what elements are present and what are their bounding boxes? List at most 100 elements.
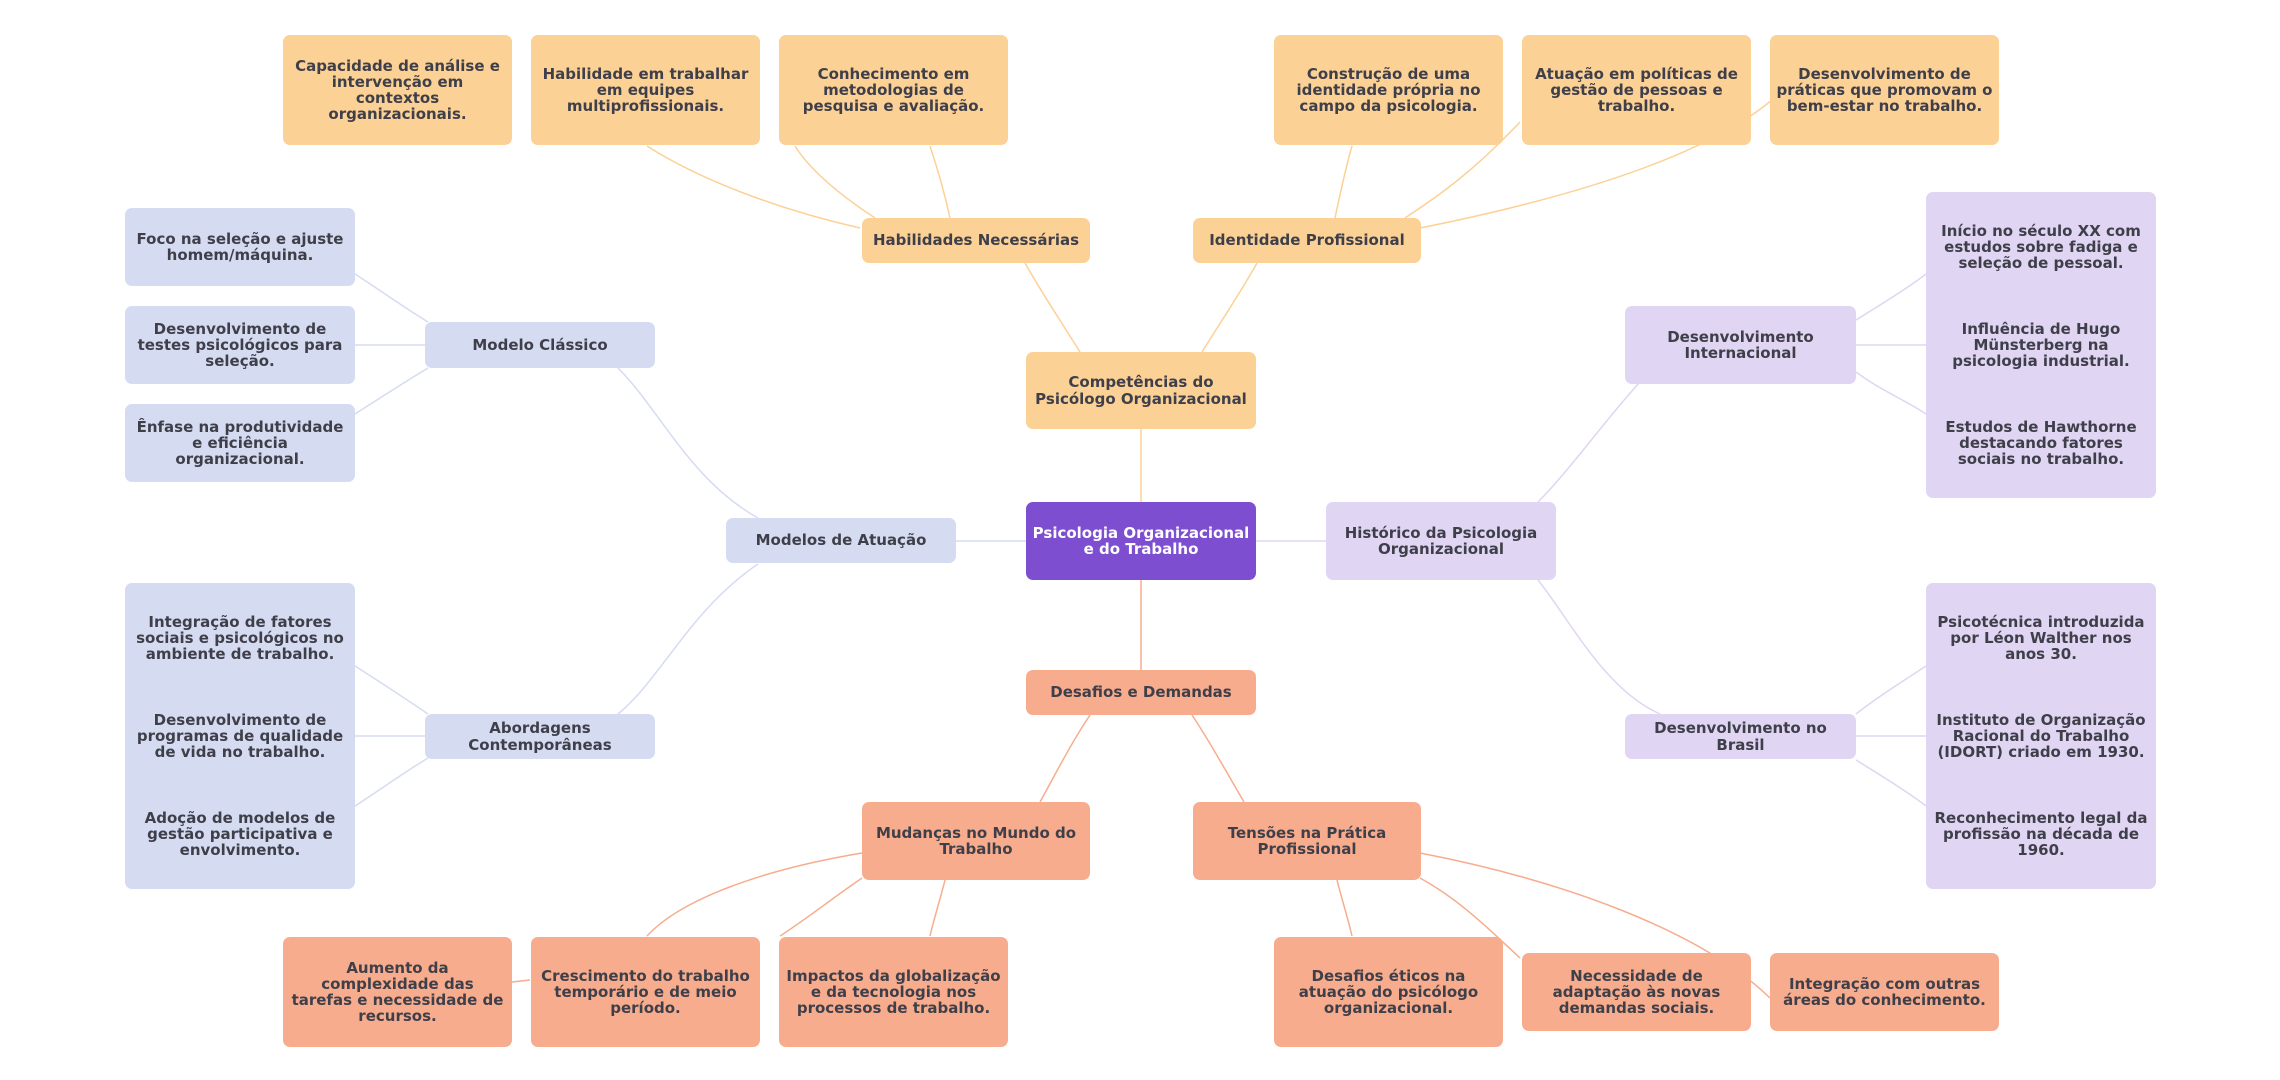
edge-brasil-item3: [1855, 759, 1927, 807]
tensoes-item-3-text: Integração com outras áreas do conhecime…: [1783, 974, 1986, 1009]
mudancas-item-1[interactable]: Aumento da complexidade das tarefas e ne…: [283, 937, 512, 1047]
contemporaneas-item-3-text: Adoção de modelos de gestão participativ…: [144, 808, 336, 860]
identidade-item-2[interactable]: Atuação em políticas de gestão de pessoa…: [1522, 35, 1751, 145]
edge-competencias-habilidades: [1024, 262, 1081, 353]
classico-item-2-text: Desenvolvimento de testes psicológicos p…: [137, 319, 343, 371]
desafios-node[interactable]: Desafios e Demandas: [1026, 670, 1256, 715]
mudancas-item-1-text: Aumento da complexidade das tarefas e ne…: [291, 958, 504, 1026]
contemporaneas-item-3[interactable]: Adoção de modelos de gestão participativ…: [125, 779, 355, 889]
edge-historico-brasil: [1537, 579, 1661, 715]
edge-mudancas-item3: [929, 879, 946, 937]
identidade-label: Identidade Profissional: [1209, 231, 1405, 250]
internacional-node[interactable]: Desenvolvimento Internacional: [1625, 306, 1856, 384]
modelos-node[interactable]: Modelos de Atuação: [726, 518, 956, 563]
brasil-item-2-text: Instituto de Organização Racional do Tra…: [1936, 710, 2146, 762]
edge-habilidades-item2: [794, 145, 876, 219]
habilidades-item-2[interactable]: Habilidade em trabalhar em equipes multi…: [531, 35, 760, 145]
modelos-label: Modelos de Atuação: [755, 531, 927, 550]
edge-desafios-mudancas: [1039, 714, 1091, 803]
brasil-item-2[interactable]: Instituto de Organização Racional do Tra…: [1926, 681, 2156, 791]
edge-mudancas-item1: [646, 852, 863, 937]
edge-habilidades-item3: [929, 145, 951, 219]
classico-item-3-text: Ênfase na produtividade e eficiência org…: [136, 417, 344, 469]
internacional-label: Desenvolvimento Internacional: [1667, 327, 1814, 362]
identidade-item-1[interactable]: Construção de uma identidade própria no …: [1274, 35, 1503, 145]
mudancas-node[interactable]: Mudanças no Mundo do Trabalho: [862, 802, 1090, 880]
edge-mudancas-item1b: [511, 979, 531, 983]
classico-item-1-text: Foco na seleção e ajuste homem/máquina.: [136, 229, 344, 264]
brasil-item-1[interactable]: Psicotécnica introduzida por Léon Walthe…: [1926, 583, 2156, 693]
edge-mudancas-item2: [779, 877, 863, 937]
contemporaneas-node[interactable]: Abordagens Contemporâneas: [425, 714, 655, 759]
root-label: Psicologia Organizacional e do Trabalho: [1032, 523, 1250, 558]
internacional-item-1-text: Início no século XX com estudos sobre fa…: [1941, 221, 2141, 273]
internacional-item-2[interactable]: Influência de Hugo Münsterberg na psicol…: [1926, 290, 2156, 400]
edge-historico-internacional: [1537, 381, 1641, 503]
brasil-node[interactable]: Desenvolvimento no Brasil: [1625, 714, 1856, 759]
edge-contemporaneas-item3: [354, 757, 429, 807]
internacional-item-3[interactable]: Estudos de Hawthorne destacando fatores …: [1926, 388, 2156, 498]
edge-internacional-item1: [1855, 273, 1927, 321]
brasil-item-3[interactable]: Reconhecimento legal da profissão na déc…: [1926, 779, 2156, 889]
mudancas-item-2[interactable]: Crescimento do trabalho temporário e de …: [531, 937, 760, 1047]
classico-item-3[interactable]: Ênfase na produtividade e eficiência org…: [125, 404, 355, 482]
brasil-item-1-text: Psicotécnica introduzida por Léon Walthe…: [1937, 612, 2145, 664]
classico-item-1[interactable]: Foco na seleção e ajuste homem/máquina.: [125, 208, 355, 286]
internacional-item-3-text: Estudos de Hawthorne destacando fatores …: [1945, 417, 2137, 469]
habilidades-item-1[interactable]: Capacidade de análise e intervenção em c…: [283, 35, 512, 145]
edge-brasil-item1: [1855, 665, 1927, 715]
contemporaneas-item-1[interactable]: Integração de fatores sociais e psicológ…: [125, 583, 355, 693]
tensoes-label: Tensões na Prática Profissional: [1227, 823, 1387, 858]
habilidades-label: Habilidades Necessárias: [872, 231, 1080, 250]
tensoes-node[interactable]: Tensões na Prática Profissional: [1193, 802, 1421, 880]
brasil-items-panel: Psicotécnica introduzida por Léon Walthe…: [1926, 583, 2156, 889]
habilidades-item-3-text: Conhecimento em metodologias de pesquisa…: [802, 64, 985, 116]
tensoes-item-1[interactable]: Desafios éticos na atuação do psicólogo …: [1274, 937, 1503, 1047]
edge-habilidades-item1: [646, 145, 861, 229]
habilidades-node[interactable]: Habilidades Necessárias: [862, 218, 1090, 263]
brasil-item-3-text: Reconhecimento legal da profissão na déc…: [1934, 808, 2148, 860]
identidade-node[interactable]: Identidade Profissional: [1193, 218, 1421, 263]
identidade-item-3-text: Desenvolvimento de práticas que promovam…: [1776, 64, 1993, 116]
desafios-label: Desafios e Demandas: [1050, 683, 1232, 702]
mudancas-item-3[interactable]: Impactos da globalização e da tecnologia…: [779, 937, 1008, 1047]
classico-node[interactable]: Modelo Clássico: [425, 322, 655, 368]
identidade-item-1-text: Construção de uma identidade própria no …: [1296, 64, 1481, 116]
historico-label: Histórico da Psicologia Organizacional: [1344, 523, 1538, 558]
edge-modelos-contemporaneas: [617, 563, 759, 715]
edge-classico-item3: [354, 367, 429, 415]
habilidades-item-1-text: Capacidade de análise e intervenção em c…: [295, 56, 500, 124]
tensoes-item-1-text: Desafios éticos na atuação do psicólogo …: [1298, 966, 1479, 1018]
tensoes-item-3[interactable]: Integração com outras áreas do conhecime…: [1770, 953, 1999, 1031]
edge-desafios-tensoes: [1191, 714, 1245, 803]
edge-identidade-item2: [1404, 121, 1521, 219]
edge-identidade-item1: [1334, 145, 1353, 219]
edge-competencias-identidade: [1201, 262, 1258, 353]
mudancas-item-3-text: Impactos da globalização e da tecnologia…: [786, 966, 1001, 1018]
contemporaneas-item-1-text: Integração de fatores sociais e psicológ…: [136, 612, 344, 664]
brasil-label: Desenvolvimento no Brasil: [1654, 719, 1827, 754]
root-node[interactable]: Psicologia Organizacional e do Trabalho: [1026, 502, 1256, 580]
edge-tensoes-item1: [1336, 879, 1353, 937]
classico-item-2[interactable]: Desenvolvimento de testes psicológicos p…: [125, 306, 355, 384]
edge-modelos-classico: [617, 367, 759, 519]
edge-contemporaneas-item1: [354, 665, 429, 715]
edge-tensoes-item2: [1419, 877, 1521, 959]
contemporaneas-item-2[interactable]: Desenvolvimento de programas de qualidad…: [125, 681, 355, 791]
habilidades-item-3[interactable]: Conhecimento em metodologias de pesquisa…: [779, 35, 1008, 145]
contemporaneas-item-2-text: Desenvolvimento de programas de qualidad…: [136, 710, 344, 762]
historico-node[interactable]: Histórico da Psicologia Organizacional: [1326, 502, 1556, 580]
competencias-label: Competências do Psicólogo Organizacional: [1035, 373, 1247, 408]
internacional-item-2-text: Influência de Hugo Münsterberg na psicol…: [1952, 319, 2130, 371]
edge-classico-item1: [354, 273, 429, 323]
identidade-item-3[interactable]: Desenvolvimento de práticas que promovam…: [1770, 35, 1999, 145]
mudancas-item-2-text: Crescimento do trabalho temporário e de …: [541, 966, 750, 1018]
classico-label: Modelo Clássico: [472, 335, 608, 354]
edge-internacional-item3: [1855, 371, 1927, 415]
tensoes-item-2[interactable]: Necessidade de adaptação às novas demand…: [1522, 953, 1751, 1031]
competencias-node[interactable]: Competências do Psicólogo Organizacional: [1026, 352, 1256, 429]
tensoes-item-2-text: Necessidade de adaptação às novas demand…: [1552, 966, 1721, 1018]
internacional-item-1[interactable]: Início no século XX com estudos sobre fa…: [1926, 192, 2156, 302]
mudancas-label: Mudanças no Mundo do Trabalho: [875, 823, 1077, 858]
